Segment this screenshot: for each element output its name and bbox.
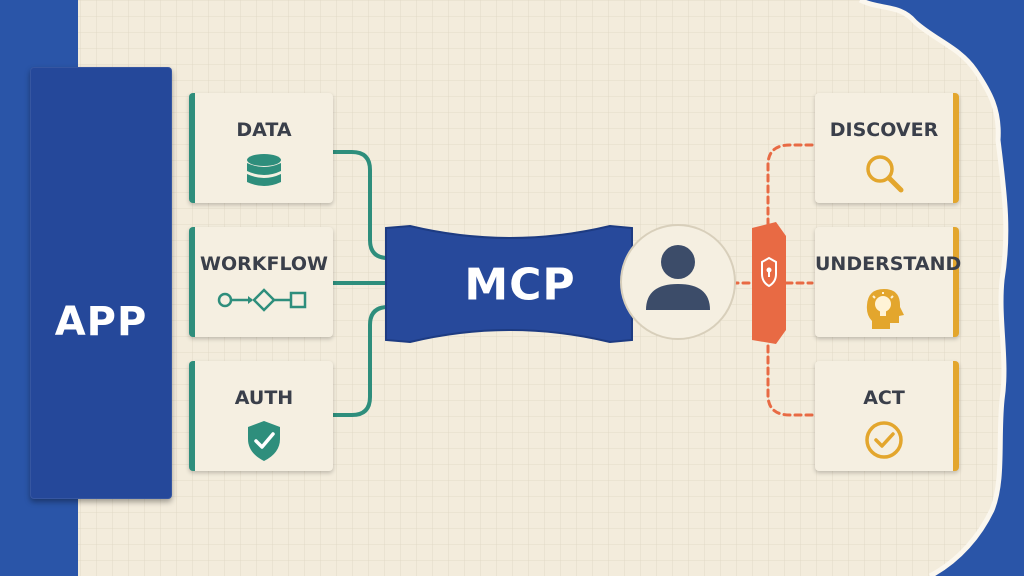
connector-act (766, 333, 814, 417)
card-act: ACT (815, 361, 959, 471)
connector-auth (328, 305, 394, 417)
card-workflow: WORKFLOW (189, 227, 333, 337)
check-circle-icon (865, 421, 903, 459)
card-workflow-label: WORKFLOW (200, 253, 328, 275)
workflow-icon (217, 288, 307, 312)
shield-check-icon (248, 421, 280, 461)
lightbulb-head-icon (866, 289, 904, 329)
teal-connectors (328, 150, 394, 417)
card-discover: DISCOVER (815, 93, 959, 203)
database-icon (247, 154, 281, 186)
app-label: APP (54, 299, 148, 345)
card-data: DATA (189, 93, 333, 203)
connector-data (328, 150, 394, 260)
mcp-label: MCP (464, 259, 576, 311)
card-auth: AUTH (189, 361, 333, 471)
card-act-label: ACT (863, 387, 905, 409)
card-discover-label: DISCOVER (829, 119, 939, 141)
connector-discover (766, 143, 814, 232)
shield-lock-icon (752, 222, 786, 344)
app-panel: APP (30, 67, 172, 499)
orange-connectors (730, 143, 814, 417)
card-understand: UNDERSTAND (815, 227, 962, 337)
card-data-label: DATA (236, 119, 292, 141)
magnifier-icon (866, 155, 904, 193)
mcp-hub-shape (385, 224, 633, 344)
card-understand-label: UNDERSTAND (815, 253, 962, 275)
user-avatar-icon (620, 224, 736, 340)
card-auth-label: AUTH (234, 387, 294, 409)
